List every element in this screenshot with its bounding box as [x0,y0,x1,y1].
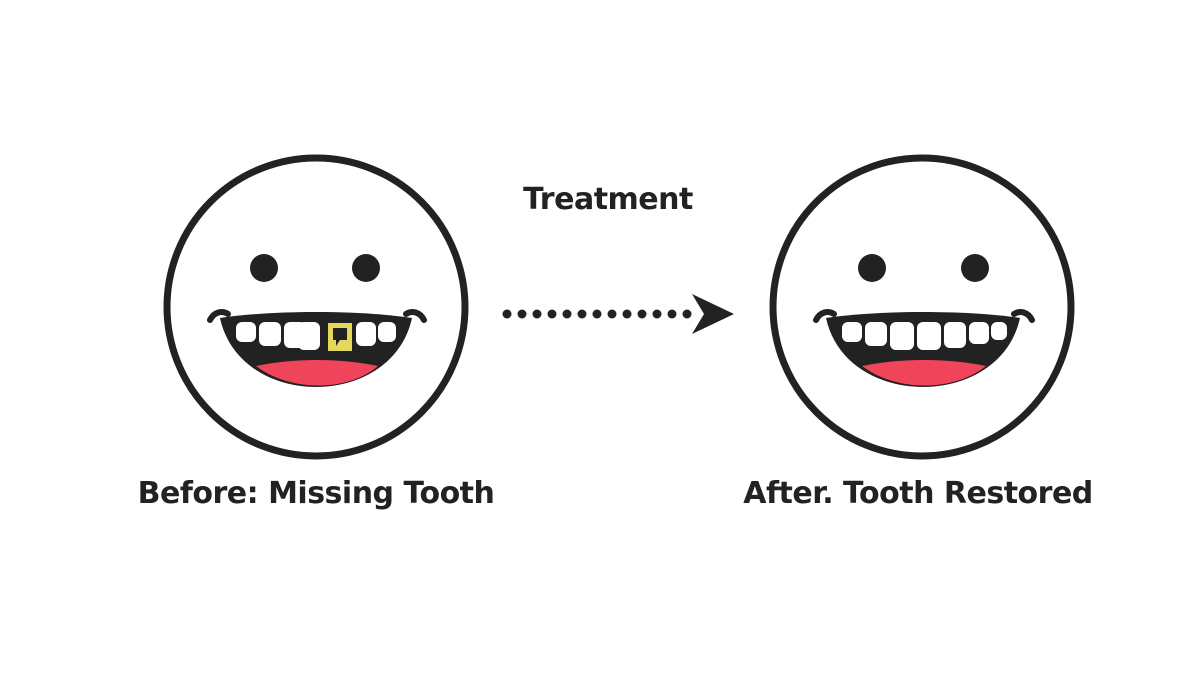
dotted-arrow-right-icon [502,294,734,334]
after-mouth-corner-right [1011,309,1035,323]
after-mouth-corner-left [813,309,837,323]
after-tongue [862,360,986,386]
before-face-outline [163,154,469,460]
before-tongue [256,360,378,386]
before-mouth-corner-left [207,309,231,323]
missing-tooth-gap-icon [326,321,354,353]
before-mouth-corner-right [403,309,427,323]
after-label: After. Tooth Restored [743,476,1093,511]
before-right-eye [352,254,380,282]
treatment-label: Treatment [523,182,693,217]
before-teeth [236,322,396,350]
before-label: Before: Missing Tooth [137,476,495,511]
arrow-head [692,294,734,334]
after-right-eye [961,254,989,282]
after-face-icon [769,154,1075,460]
after-face-outline [769,154,1075,460]
after-teeth [842,322,1007,350]
before-left-eye [250,254,278,282]
after-left-eye [858,254,886,282]
before-face-icon [163,154,469,460]
